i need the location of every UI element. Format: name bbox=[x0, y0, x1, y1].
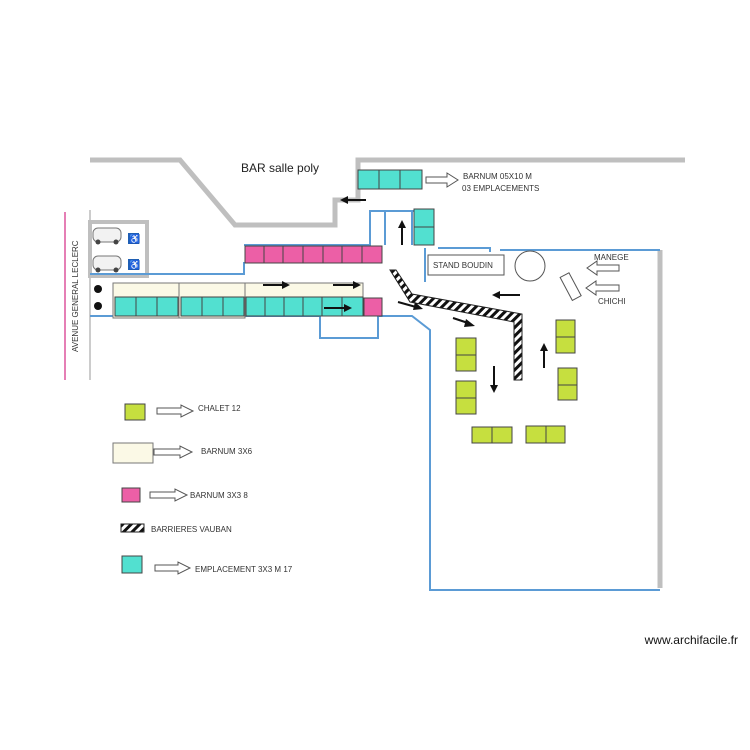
stand-boudin-label: STAND BOUDIN bbox=[433, 261, 493, 270]
stand-boudin bbox=[427, 254, 505, 276]
svg-text:♿: ♿ bbox=[129, 233, 140, 244]
barnum-3x3 bbox=[363, 297, 383, 317]
barnum-sublabel: 03 EMPLACEMENTS bbox=[462, 184, 539, 193]
page-title: BAR salle poly bbox=[241, 161, 319, 175]
building-wall-left bbox=[90, 157, 685, 228]
legend: CHALET 12 BARNUM 3X6 BARNUM 3X3 8 BARRIE… bbox=[112, 403, 293, 575]
chalet bbox=[557, 384, 578, 401]
legend-arrow bbox=[154, 561, 192, 575]
legend-swatch-barnum-3x3 bbox=[121, 487, 141, 503]
barnum-3x3 bbox=[322, 245, 343, 264]
chalet bbox=[555, 319, 576, 338]
barnum-3x3 bbox=[244, 245, 265, 264]
street-label: AVENUE GENERAL LECLERC bbox=[71, 240, 80, 352]
chalet bbox=[455, 354, 477, 372]
emplacement-3x3 bbox=[399, 169, 423, 190]
emplacement-3x3 bbox=[302, 296, 323, 317]
legend-label-barnum-3x6: BARNUM 3X6 bbox=[201, 447, 253, 456]
svg-text:♿: ♿ bbox=[129, 259, 140, 270]
emplacement-3x3 bbox=[341, 296, 364, 317]
barnum-label: BARNUM 05X10 M bbox=[463, 172, 532, 181]
chalet bbox=[545, 425, 566, 444]
chalet bbox=[455, 380, 477, 399]
emplacement-3x3 bbox=[201, 296, 224, 317]
manege bbox=[514, 250, 546, 282]
barnum-3x3 bbox=[341, 245, 363, 264]
chichi-label: CHICHI bbox=[598, 297, 626, 306]
manege-label: MANEGE bbox=[594, 253, 629, 262]
bollard bbox=[94, 285, 102, 293]
barnum-3x3 bbox=[263, 245, 284, 264]
chalet bbox=[455, 397, 477, 415]
chichi-stand bbox=[559, 272, 582, 302]
emplacement-3x3 bbox=[222, 296, 245, 317]
legend-swatch-emplacement bbox=[121, 555, 143, 574]
hatched-barrier-icon bbox=[120, 523, 145, 533]
emplacement-3x3 bbox=[156, 296, 179, 317]
emplacement-3x3 bbox=[114, 296, 137, 317]
emplacement-3x3 bbox=[245, 296, 266, 317]
legend-label-barnum-3x3: BARNUM 3X3 8 bbox=[190, 491, 248, 500]
emplacement-3x3 bbox=[135, 296, 158, 317]
emplacement-3x3 bbox=[283, 296, 304, 317]
legend-swatch-chalet bbox=[124, 403, 146, 421]
barriere-vauban bbox=[389, 269, 523, 381]
chalet bbox=[471, 426, 493, 444]
car-icon bbox=[92, 227, 122, 245]
emplacement-3x3 bbox=[413, 208, 435, 228]
legend-label-emplacement: EMPLACEMENT 3X3 M 17 bbox=[195, 565, 293, 574]
emplacement-3x3 bbox=[321, 296, 343, 317]
handicap-icon bbox=[128, 233, 139, 244]
pointer-arrow-manege bbox=[586, 260, 620, 276]
legend-arrow bbox=[153, 445, 194, 459]
pointer-arrow-barnum bbox=[425, 172, 459, 188]
flow-arrows bbox=[263, 196, 548, 393]
barnum-3x3 bbox=[302, 245, 324, 264]
emplacement-3x3 bbox=[413, 226, 435, 246]
legend-label-chalet: CHALET 12 bbox=[198, 404, 241, 413]
barnum-3x3 bbox=[282, 245, 304, 264]
legend-swatch-barnum-3x6 bbox=[112, 442, 154, 464]
legend-label-barrieres: BARRIERES VAUBAN bbox=[151, 525, 232, 534]
bollard bbox=[94, 302, 102, 310]
chalet bbox=[455, 337, 477, 356]
car-icon bbox=[92, 255, 122, 273]
barnum-3x3 bbox=[361, 245, 383, 264]
pointer-arrow-chichi bbox=[585, 280, 620, 296]
parking-zone bbox=[88, 220, 149, 278]
legend-arrow bbox=[149, 488, 189, 502]
emplacement-3x3 bbox=[180, 296, 203, 317]
chalet bbox=[525, 425, 547, 444]
chalet bbox=[557, 367, 578, 386]
emplacement-3x3 bbox=[357, 169, 380, 190]
legend-arrow bbox=[156, 404, 195, 418]
handicap-icon bbox=[128, 259, 139, 270]
emplacement-3x3 bbox=[264, 296, 285, 317]
chalet bbox=[555, 336, 576, 354]
emplacement-3x3 bbox=[378, 169, 401, 190]
watermark: www.archifacile.fr bbox=[644, 633, 738, 647]
chalet bbox=[491, 426, 513, 444]
